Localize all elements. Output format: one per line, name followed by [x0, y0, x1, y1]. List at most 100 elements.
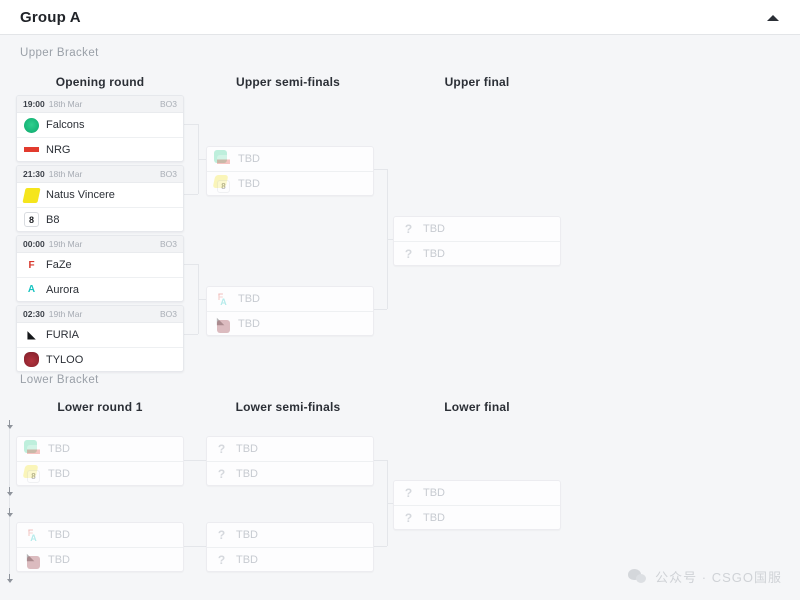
team-name: B8: [46, 213, 60, 226]
team-name: TBD: [423, 223, 445, 235]
team-row[interactable]: F A TBD: [17, 523, 183, 547]
falcons-logo: [214, 150, 227, 163]
bracket-connector: [387, 239, 393, 240]
watermark-text: 公众号 · CSGO国服: [655, 570, 782, 585]
bracket-connector: [184, 124, 198, 125]
match-format: BO3: [159, 309, 177, 319]
team-row[interactable]: ? TBD: [394, 217, 560, 241]
match-card[interactable]: 02:30 19th Mar BO3 ◣ FURIA TYLOO: [16, 305, 184, 372]
bracket-connector: [387, 503, 393, 504]
match-time: 19:00: [23, 99, 45, 109]
match-card[interactable]: 21:30 18th Mar BO3 Natus Vincere 8 B8: [16, 165, 184, 232]
team-name: TBD: [48, 467, 70, 480]
team-name: FaZe: [46, 259, 72, 271]
upper-bracket-label: Upper Bracket: [20, 47, 99, 59]
match-time: 00:00: [23, 239, 45, 249]
team-row[interactable]: A Aurora: [17, 277, 183, 301]
falcons-logo: [24, 440, 37, 453]
lower-bracket-label: Lower Bracket: [20, 374, 99, 386]
nrg-logo: [27, 445, 40, 458]
team-name: TBD: [238, 177, 260, 190]
tyloo-logo: [217, 319, 230, 333]
match-meta: 21:30 18th Mar BO3: [17, 166, 183, 183]
chevron-up-icon: [767, 15, 779, 21]
question-mark-icon: ?: [404, 510, 413, 525]
placeholder-logos: F A: [214, 290, 231, 308]
collapse-group-button[interactable]: [764, 9, 782, 27]
match-date: 18th Mar: [48, 99, 83, 109]
match-card[interactable]: 19:00 18th Mar BO3 Falcons NRG: [16, 95, 184, 162]
group-header: Group A: [0, 0, 800, 35]
bracket-connector: [373, 169, 387, 170]
bracket-connector: [373, 460, 387, 461]
team-row[interactable]: Natus Vincere: [17, 183, 183, 207]
question-mark-icon: ?: [404, 486, 413, 500]
team-row[interactable]: F A TBD: [207, 287, 373, 311]
match-card[interactable]: ? TBD ? TBD: [206, 436, 374, 486]
team-row[interactable]: ? TBD: [394, 505, 560, 529]
placeholder-logos: ◣: [214, 314, 231, 333]
match-card[interactable]: ? TBD ? TBD: [206, 522, 374, 572]
furia-logo: ◣: [24, 327, 39, 343]
team-row[interactable]: ? TBD: [207, 523, 373, 547]
match-card[interactable]: ? TBD ? TBD: [393, 480, 561, 530]
tyloo-logo: [24, 352, 39, 367]
match-meta: 00:00 19th Mar BO3: [17, 236, 183, 253]
match-card[interactable]: ? TBD ? TBD: [393, 216, 561, 266]
bracket-connector: [184, 194, 198, 195]
team-row[interactable]: NRG: [17, 137, 183, 161]
team-row[interactable]: 8 TBD: [207, 171, 373, 195]
team-name: TYLOO: [46, 353, 84, 366]
match-meta: 02:30 19th Mar BO3: [17, 306, 183, 323]
team-name: FURIA: [46, 329, 79, 341]
placeholder-logos: 8: [22, 464, 41, 483]
bracket-connector: [184, 546, 206, 547]
match-time: 02:30: [23, 309, 45, 319]
team-name: TBD: [238, 317, 260, 330]
match-date: 19th Mar: [48, 239, 83, 249]
navi-logo: [22, 187, 41, 203]
team-row[interactable]: 8 B8: [17, 207, 183, 231]
team-name: TBD: [236, 443, 258, 455]
team-row[interactable]: ◣ TBD: [207, 311, 373, 335]
bracket-connector: [198, 159, 206, 160]
team-row[interactable]: Falcons: [17, 113, 183, 137]
team-row[interactable]: ◣ FURIA: [17, 323, 183, 347]
match-date: 19th Mar: [48, 309, 83, 319]
team-row[interactable]: 8 TBD: [17, 461, 183, 485]
team-name: Natus Vincere: [46, 189, 115, 201]
team-row[interactable]: ? TBD: [207, 437, 373, 461]
furia-logo: ◣: [214, 314, 227, 328]
team-name: TBD: [423, 247, 445, 260]
nrg-logo: [24, 142, 39, 157]
team-row[interactable]: ◣ TBD: [17, 547, 183, 571]
match-card[interactable]: 00:00 19th Mar BO3 F FaZe A Aurora: [16, 235, 184, 302]
team-name: NRG: [46, 143, 71, 156]
bracket-connector: [198, 299, 206, 300]
watermark: 公众号 · CSGO国服: [628, 567, 782, 586]
falcons-logo: [24, 117, 39, 133]
team-row[interactable]: TYLOO: [17, 347, 183, 371]
match-card[interactable]: F A TBD ◣ TBD: [16, 522, 184, 572]
match-card[interactable]: TBD 8 TBD: [16, 436, 184, 486]
match-card[interactable]: TBD 8 TBD: [206, 146, 374, 196]
team-row[interactable]: ? TBD: [207, 461, 373, 485]
match-format: BO3: [159, 239, 177, 249]
bracket-connector: [373, 546, 387, 547]
drop-down-arrow-icon: [6, 574, 13, 583]
question-mark-icon: ?: [404, 222, 413, 236]
team-row[interactable]: ? TBD: [394, 481, 560, 505]
team-row[interactable]: ? TBD: [394, 241, 560, 265]
team-row[interactable]: F FaZe: [17, 253, 183, 277]
round-label-lower-round-1: Lower round 1: [57, 400, 143, 414]
team-row[interactable]: TBD: [17, 437, 183, 461]
match-card[interactable]: F A TBD ◣ TBD: [206, 286, 374, 336]
team-row[interactable]: ? TBD: [207, 547, 373, 571]
team-row[interactable]: TBD: [207, 147, 373, 171]
team-name: TBD: [48, 443, 70, 455]
nrg-logo: [217, 155, 230, 168]
round-label-lower-final: Lower final: [444, 400, 510, 414]
faze-logo: F: [214, 290, 227, 303]
furia-logo: ◣: [24, 550, 37, 564]
question-mark-icon: ?: [217, 442, 226, 456]
